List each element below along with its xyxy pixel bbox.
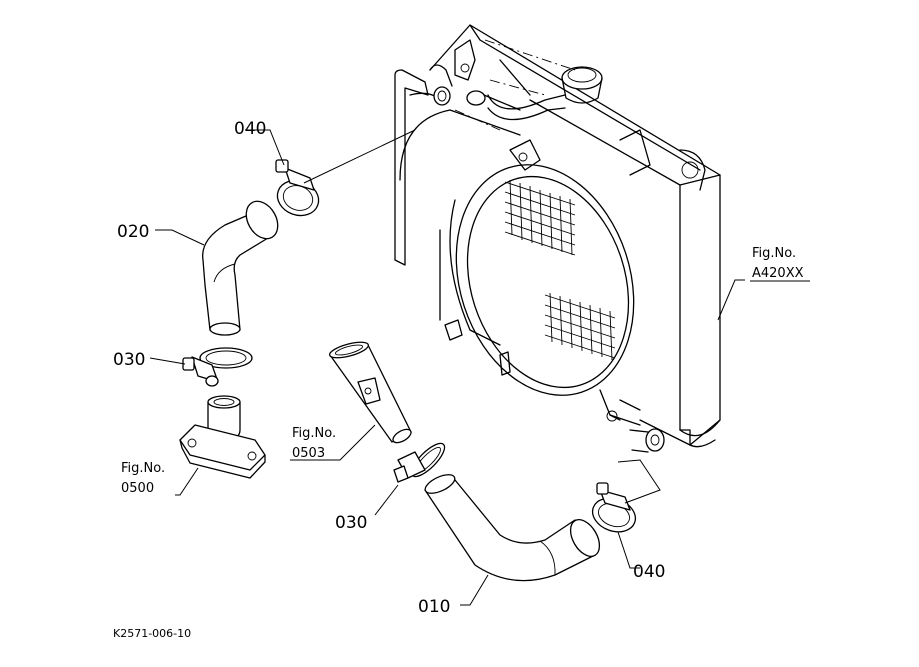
leader-lines (149, 129, 745, 606)
ref-radiator-label: Fig.No. (752, 246, 796, 261)
label-020: 020 (117, 222, 149, 242)
ref-radiator-number: A420XX (752, 266, 804, 281)
thermo-pipe (328, 341, 412, 444)
core-mesh-lower (544, 292, 616, 361)
ref-flange-number: 0500 (121, 481, 154, 496)
clamp-030-flange (182, 347, 253, 387)
drawing-code: K2571-006-10 (113, 627, 191, 640)
clamp-040-upper (275, 159, 320, 217)
ref-flange-label: Fig.No. (121, 461, 165, 476)
ref-pipe-number: 0503 (292, 446, 325, 461)
label-030-thermo: 030 (335, 513, 367, 533)
part-labels: 040 020 030 030 010 040 (113, 119, 665, 617)
ref-pipe-label: Fig.No. (292, 426, 336, 441)
figure-references: Fig.No. A420XX Fig.No. 0503 Fig.No. 0500 (121, 246, 810, 496)
clamp-040-lower (591, 482, 637, 533)
clamp-030-thermo (393, 442, 446, 483)
upper-hose-020 (202, 200, 279, 336)
radiator-assembly (394, 24, 721, 453)
lower-hose-010 (424, 474, 601, 582)
core-mesh-upper (504, 179, 576, 256)
label-040-lower: 040 (633, 562, 665, 582)
label-030-flange: 030 (113, 350, 145, 370)
label-010: 010 (418, 597, 450, 617)
label-040-upper: 040 (234, 119, 266, 139)
water-flange (179, 395, 266, 479)
